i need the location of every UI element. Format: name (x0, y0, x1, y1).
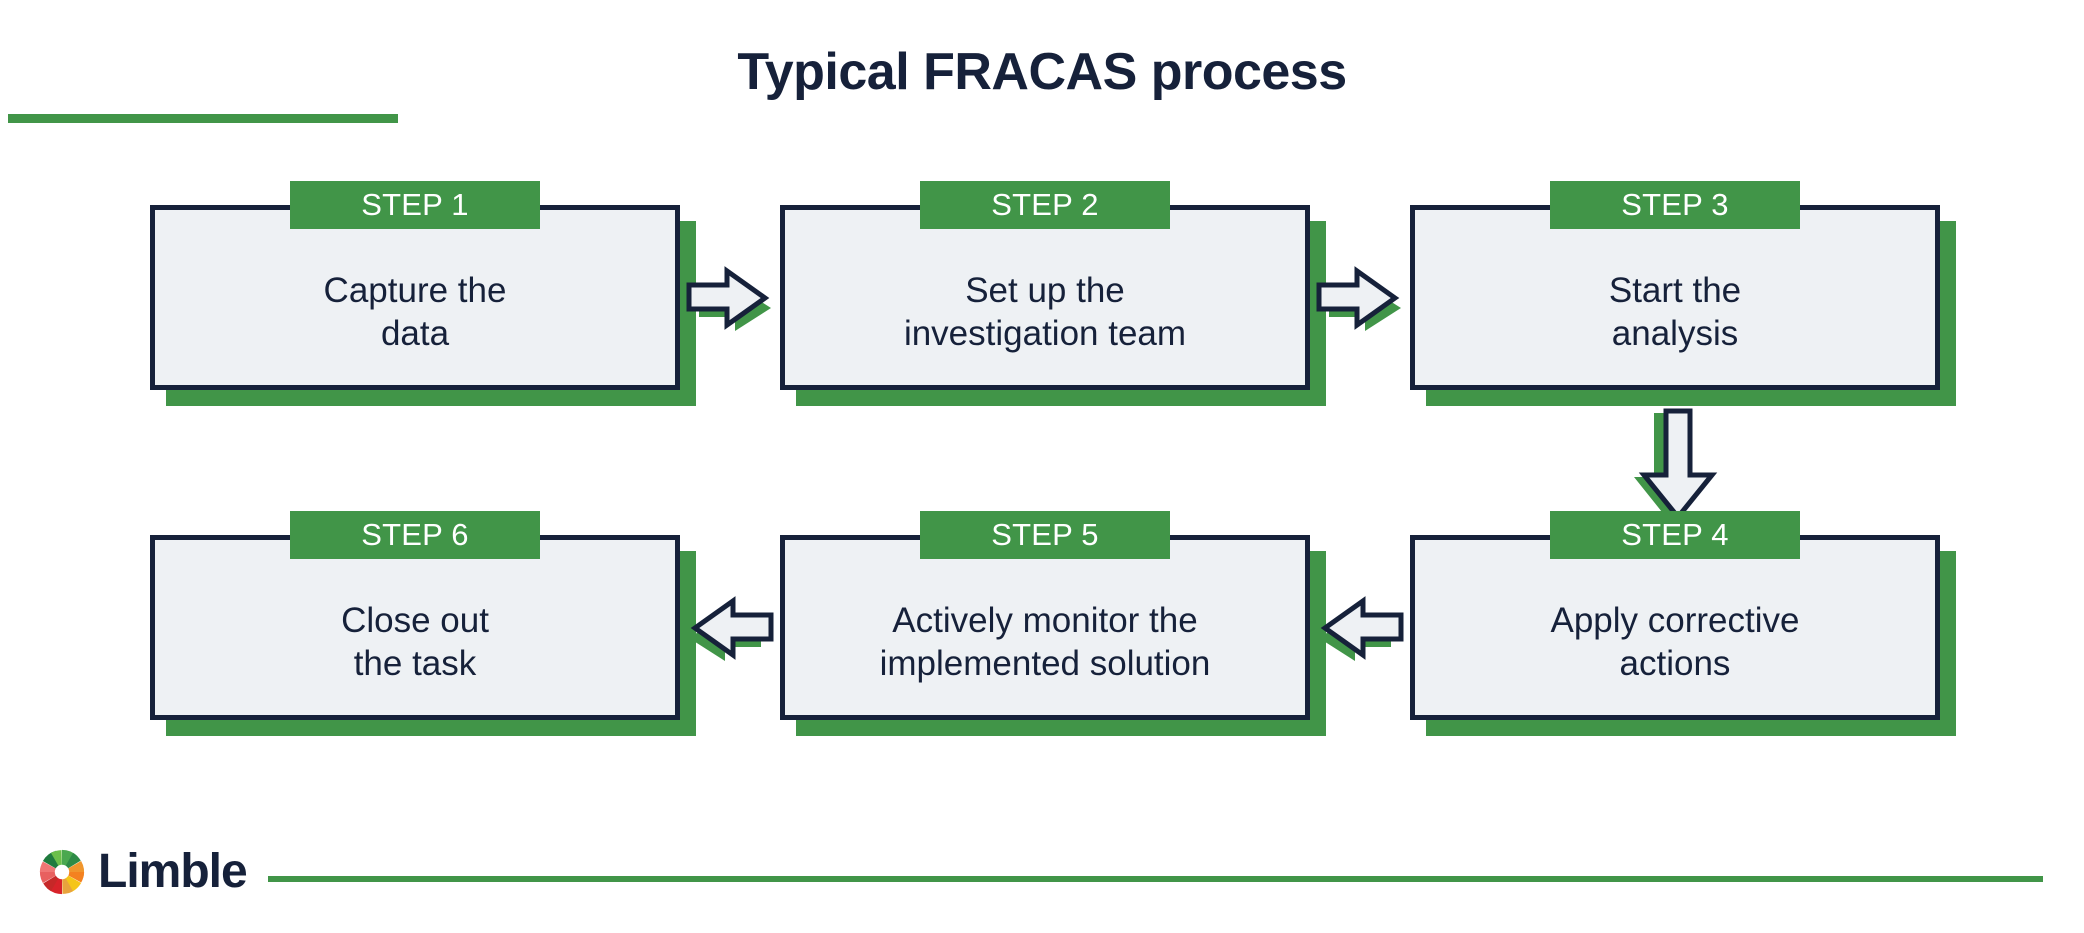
flow-row-top: Capture the data STEP 1 Set up the inves… (150, 181, 1956, 406)
step-description: Apply corrective actions (1550, 600, 1800, 683)
step-card-6[interactable]: Close out the task STEP 6 (150, 511, 696, 736)
connector-4-to-5 (1310, 535, 1410, 720)
footer-divider (268, 876, 2043, 882)
arrow-right-icon (686, 265, 771, 331)
step-description: Actively monitor the implemented solutio… (879, 600, 1211, 683)
process-flow-diagram: Capture the data STEP 1 Set up the inves… (0, 181, 2084, 805)
connector-5-to-6 (680, 535, 780, 720)
step-description: Capture the data (323, 270, 507, 353)
step-card-body: Capture the data (150, 205, 680, 390)
step-card-body: Actively monitor the implemented solutio… (780, 535, 1310, 720)
step-card-body: Apply corrective actions (1410, 535, 1940, 720)
arrow-down-icon (1634, 408, 1718, 521)
page-header: Typical FRACAS process (0, 45, 2084, 123)
step-card-2[interactable]: Set up the investigation team STEP 2 (780, 181, 1326, 406)
connector-1-to-2 (680, 205, 780, 390)
step-card-5[interactable]: Actively monitor the implemented solutio… (780, 511, 1326, 736)
brand-logo[interactable]: Limble (38, 845, 248, 898)
step-number-tab: STEP 2 (920, 181, 1170, 229)
step-number-tab: STEP 4 (1550, 511, 1800, 559)
step-card-body: Close out the task (150, 535, 680, 720)
step-number-tab: STEP 3 (1550, 181, 1800, 229)
connector-2-to-3 (1310, 205, 1410, 390)
connector-3-to-4 (1620, 405, 1740, 525)
page-footer: Limble (0, 838, 2084, 933)
step-card-body: Set up the investigation team (780, 205, 1310, 390)
step-card-3[interactable]: Start the analysis STEP 3 (1410, 181, 1956, 406)
brand-name: Limble (98, 845, 248, 898)
step-number-tab: STEP 5 (920, 511, 1170, 559)
step-card-body: Start the analysis (1410, 205, 1940, 390)
title-underline-accent (8, 113, 398, 123)
flow-row-bottom: Close out the task STEP 6 Actively monit… (150, 511, 1956, 736)
step-number-tab: STEP 1 (290, 181, 540, 229)
step-card-4[interactable]: Apply corrective actions STEP 4 (1410, 511, 1956, 736)
step-description: Start the analysis (1608, 270, 1742, 353)
arrow-right-icon (1316, 265, 1401, 331)
step-description: Close out the task (341, 600, 489, 683)
arrow-left-icon (689, 595, 774, 661)
page-title: Typical FRACAS process (737, 43, 1347, 101)
step-card-1[interactable]: Capture the data STEP 1 (150, 181, 696, 406)
arrow-left-icon (1319, 595, 1404, 661)
limble-pinwheel-icon (39, 849, 85, 895)
step-number-tab: STEP 6 (290, 511, 540, 559)
step-description: Set up the investigation team (903, 270, 1187, 353)
